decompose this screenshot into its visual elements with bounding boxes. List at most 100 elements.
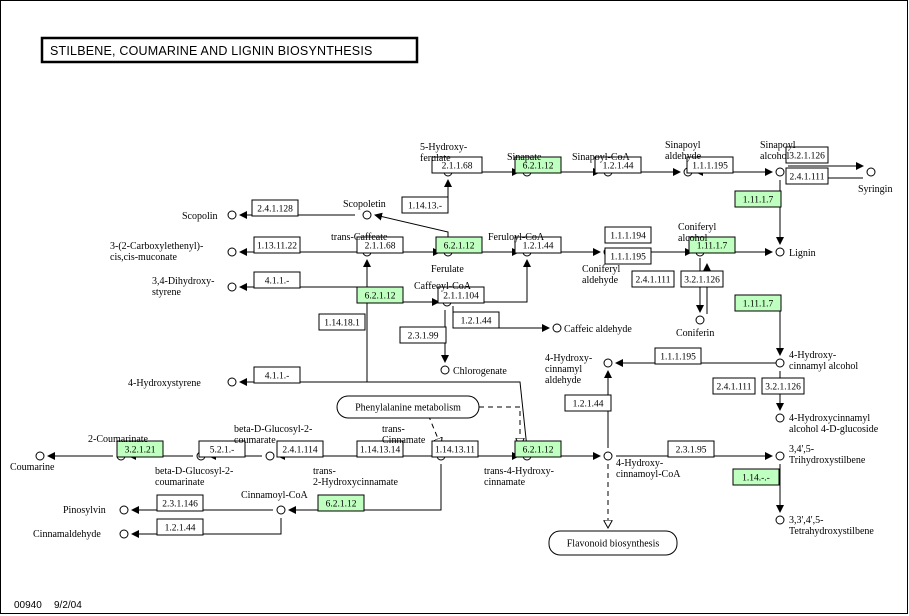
enzyme-box-1-2-1-44[interactable]: 1.2.1.44 bbox=[514, 236, 562, 254]
enzyme-label: 1.14.18.1 bbox=[324, 319, 360, 329]
compound-node-4oh-cinnamyl-aldehyde[interactable] bbox=[603, 358, 613, 368]
compound-label-line: beta-D-Glucosyl-2- bbox=[155, 466, 233, 477]
enzyme-box-1-2-1-44[interactable]: 1.2.1.44 bbox=[452, 311, 500, 329]
compound-node-4oh-cinnamoyl-coa[interactable] bbox=[603, 451, 613, 461]
compound-node-cinnamoyl-coa[interactable] bbox=[276, 505, 286, 515]
compound-node-coumarine[interactable] bbox=[35, 451, 45, 461]
enzyme-box-2-4-1-114[interactable]: 2.4.1.114 bbox=[276, 440, 324, 458]
map-link-line bbox=[424, 406, 441, 446]
enzyme-box-1-14-13-11[interactable]: 1.14.13.11 bbox=[431, 440, 479, 458]
enzyme-box-4-1-1--[interactable]: 4.1.1.- bbox=[253, 366, 301, 384]
enzyme-box-3-2-1-126[interactable]: 3.2.1.126 bbox=[761, 377, 805, 395]
compound-node-coniferin[interactable] bbox=[695, 315, 705, 325]
enzyme-box-4-1-1--[interactable]: 4.1.1.- bbox=[253, 271, 301, 289]
compound-label-line: trans- bbox=[382, 424, 405, 435]
enzyme-box-5-2-1--[interactable]: 5.2.1.- bbox=[198, 440, 246, 458]
compound-label-line: Sinapoyl-CoA bbox=[572, 152, 631, 163]
enzyme-box-2-4-1-128[interactable]: 2.4.1.128 bbox=[251, 199, 299, 217]
enzyme-box-rect bbox=[686, 156, 734, 174]
enzyme-box-1-2-1-44[interactable]: 1.2.1.44 bbox=[564, 394, 612, 412]
compound-node-scopoletin[interactable] bbox=[362, 210, 372, 220]
enzyme-box-1-13-11-22[interactable]: 1.13.11.22 bbox=[253, 236, 301, 254]
compound-label-scopoletin: Scopoletin bbox=[343, 199, 386, 210]
enzyme-box-1-14-13-14[interactable]: 1.14.13.14 bbox=[356, 440, 404, 458]
enzyme-box-3-2-1-21[interactable]: 3.2.1.21 bbox=[116, 440, 164, 458]
enzyme-box-3-2-1-126[interactable]: 3.2.1.126 bbox=[680, 270, 724, 288]
enzyme-box-6-2-1-12[interactable]: 6.2.1.12 bbox=[356, 286, 404, 304]
enzyme-box-1-1-1-195[interactable]: 1.1.1.195 bbox=[686, 156, 734, 174]
enzyme-box-1-1-1-195[interactable]: 1.1.1.195 bbox=[654, 347, 702, 365]
compound-node-caffeic-aldehyde[interactable] bbox=[552, 323, 562, 333]
compound-node-dihydroxystyrene[interactable] bbox=[227, 282, 237, 292]
enzyme-label: 1.11.1.7 bbox=[743, 196, 774, 206]
enzyme-box-2-4-1-111[interactable]: 2.4.1.111 bbox=[785, 167, 829, 185]
enzyme-label: 3.2.1.126 bbox=[765, 383, 801, 393]
compound-node-chlorogenate[interactable] bbox=[440, 365, 450, 375]
enzyme-box-6-2-1-12[interactable]: 6.2.1.12 bbox=[514, 156, 562, 174]
compound-node-cinnamaldehyde[interactable] bbox=[119, 529, 129, 539]
enzyme-label: 1.2.1.44 bbox=[461, 317, 492, 327]
compound-node-trans-2oh[interactable] bbox=[265, 451, 275, 461]
enzyme-box-3-2-1-126[interactable]: 3.2.1.126 bbox=[785, 146, 829, 164]
compound-node-carboxyethenyl[interactable] bbox=[227, 247, 237, 257]
compound-label-line: Caffeic aldehyde bbox=[564, 324, 632, 335]
compound-label-line: alcohol bbox=[760, 151, 790, 162]
enzyme-box-1-1-1-194[interactable]: 1.1.1.194 bbox=[604, 226, 652, 244]
enzyme-box-2-3-1-146[interactable]: 2.3.1.146 bbox=[156, 494, 204, 512]
compound-node-tetrahydroxystilbene[interactable] bbox=[775, 515, 785, 525]
compound-label-line: cinnamyl alcohol bbox=[789, 361, 858, 372]
enzyme-box-1-11-1-7[interactable]: 1.11.1.7 bbox=[734, 294, 782, 312]
enzyme-box-rect bbox=[604, 247, 652, 265]
enzyme-label: 2.3.1.99 bbox=[408, 332, 439, 342]
enzyme-box-2-3-1-95[interactable]: 2.3.1.95 bbox=[667, 440, 715, 458]
compound-label-line: 5-Hydroxy- bbox=[420, 142, 467, 153]
compound-node-4oh-styrene[interactable] bbox=[227, 377, 237, 387]
enzyme-label: 1.11.1.7 bbox=[697, 242, 728, 252]
compound-label-lignin: Lignin bbox=[789, 248, 816, 259]
enzyme-box-1-14----[interactable]: 1.14.-.- bbox=[732, 468, 780, 486]
enzyme-box-2-1-1-68[interactable]: 2.1.1.68 bbox=[356, 236, 404, 254]
enzyme-box-1-14-18-1[interactable]: 1.14.18.1 bbox=[318, 313, 366, 331]
compound-node-pinosylvin[interactable] bbox=[119, 505, 129, 515]
compound-node-scopolin[interactable] bbox=[227, 210, 237, 220]
enzyme-label: 6.2.1.12 bbox=[326, 500, 357, 510]
enzyme-box-2-1-1-68[interactable]: 2.1.1.68 bbox=[431, 156, 483, 174]
enzyme-box-rect bbox=[514, 440, 562, 458]
compound-node-sinapoyl-alcohol[interactable] bbox=[775, 167, 785, 177]
map-link-phe[interactable]: Phenylalanine metabolism bbox=[336, 395, 480, 419]
enzyme-box-rect bbox=[654, 347, 702, 365]
enzyme-label: 1.2.1.44 bbox=[573, 400, 604, 410]
enzyme-box-1-1-1-195[interactable]: 1.1.1.195 bbox=[604, 247, 652, 265]
compound-label-line: 4-Hydroxy- bbox=[616, 458, 663, 469]
compound-label-line: Coniferyl bbox=[582, 264, 621, 275]
enzyme-box-2-3-1-99[interactable]: 2.3.1.99 bbox=[399, 326, 447, 344]
enzyme-box-6-2-1-12[interactable]: 6.2.1.12 bbox=[514, 440, 562, 458]
compound-node-4oh-cinnamyl-alcohol[interactable] bbox=[775, 358, 785, 368]
enzyme-box-2-4-1-111[interactable]: 2.4.1.111 bbox=[631, 270, 675, 288]
map-link-flav[interactable]: Flavonoid biosynthesis bbox=[548, 530, 678, 556]
enzyme-label: 3.2.1.21 bbox=[125, 446, 156, 456]
compound-node-trihydroxystilbene[interactable] bbox=[775, 451, 785, 461]
enzyme-box-1-2-1-44[interactable]: 1.2.1.44 bbox=[156, 518, 204, 536]
enzyme-box-1-11-1-7[interactable]: 1.11.1.7 bbox=[734, 190, 782, 208]
compound-label-line: cinnamoyl-CoA bbox=[616, 469, 681, 480]
compound-label-syringin: Syringin bbox=[858, 184, 892, 195]
enzyme-label: 6.2.1.12 bbox=[523, 446, 554, 456]
enzyme-box-1-2-1-44[interactable]: 1.2.1.44 bbox=[594, 156, 642, 174]
enzyme-box-6-2-1-12[interactable]: 6.2.1.12 bbox=[435, 236, 483, 254]
compound-node-4oh-cinnamyl-glucoside[interactable] bbox=[775, 413, 785, 423]
compound-label-line: cis,cis-muconate bbox=[110, 252, 177, 263]
enzyme-box-2-1-1-104[interactable]: 2.1.1.104 bbox=[437, 286, 485, 304]
enzyme-box-2-4-1-111[interactable]: 2.4.1.111 bbox=[712, 377, 756, 395]
enzyme-box-1-11-1-7[interactable]: 1.11.1.7 bbox=[688, 236, 736, 254]
enzyme-box-rect bbox=[253, 366, 301, 384]
compound-label-trihydroxystilbene: 3,4',5-Trihydroxystilbene bbox=[789, 444, 866, 466]
enzyme-box-6-2-1-12[interactable]: 6.2.1.12 bbox=[317, 494, 365, 512]
enzyme-box-rect bbox=[734, 190, 782, 208]
enzyme-box-rect bbox=[452, 311, 500, 329]
compound-node-lignin[interactable] bbox=[775, 247, 785, 257]
enzyme-box-1-14-13--[interactable]: 1.14.13.- bbox=[401, 196, 449, 214]
compound-node-syringin[interactable] bbox=[866, 167, 876, 177]
